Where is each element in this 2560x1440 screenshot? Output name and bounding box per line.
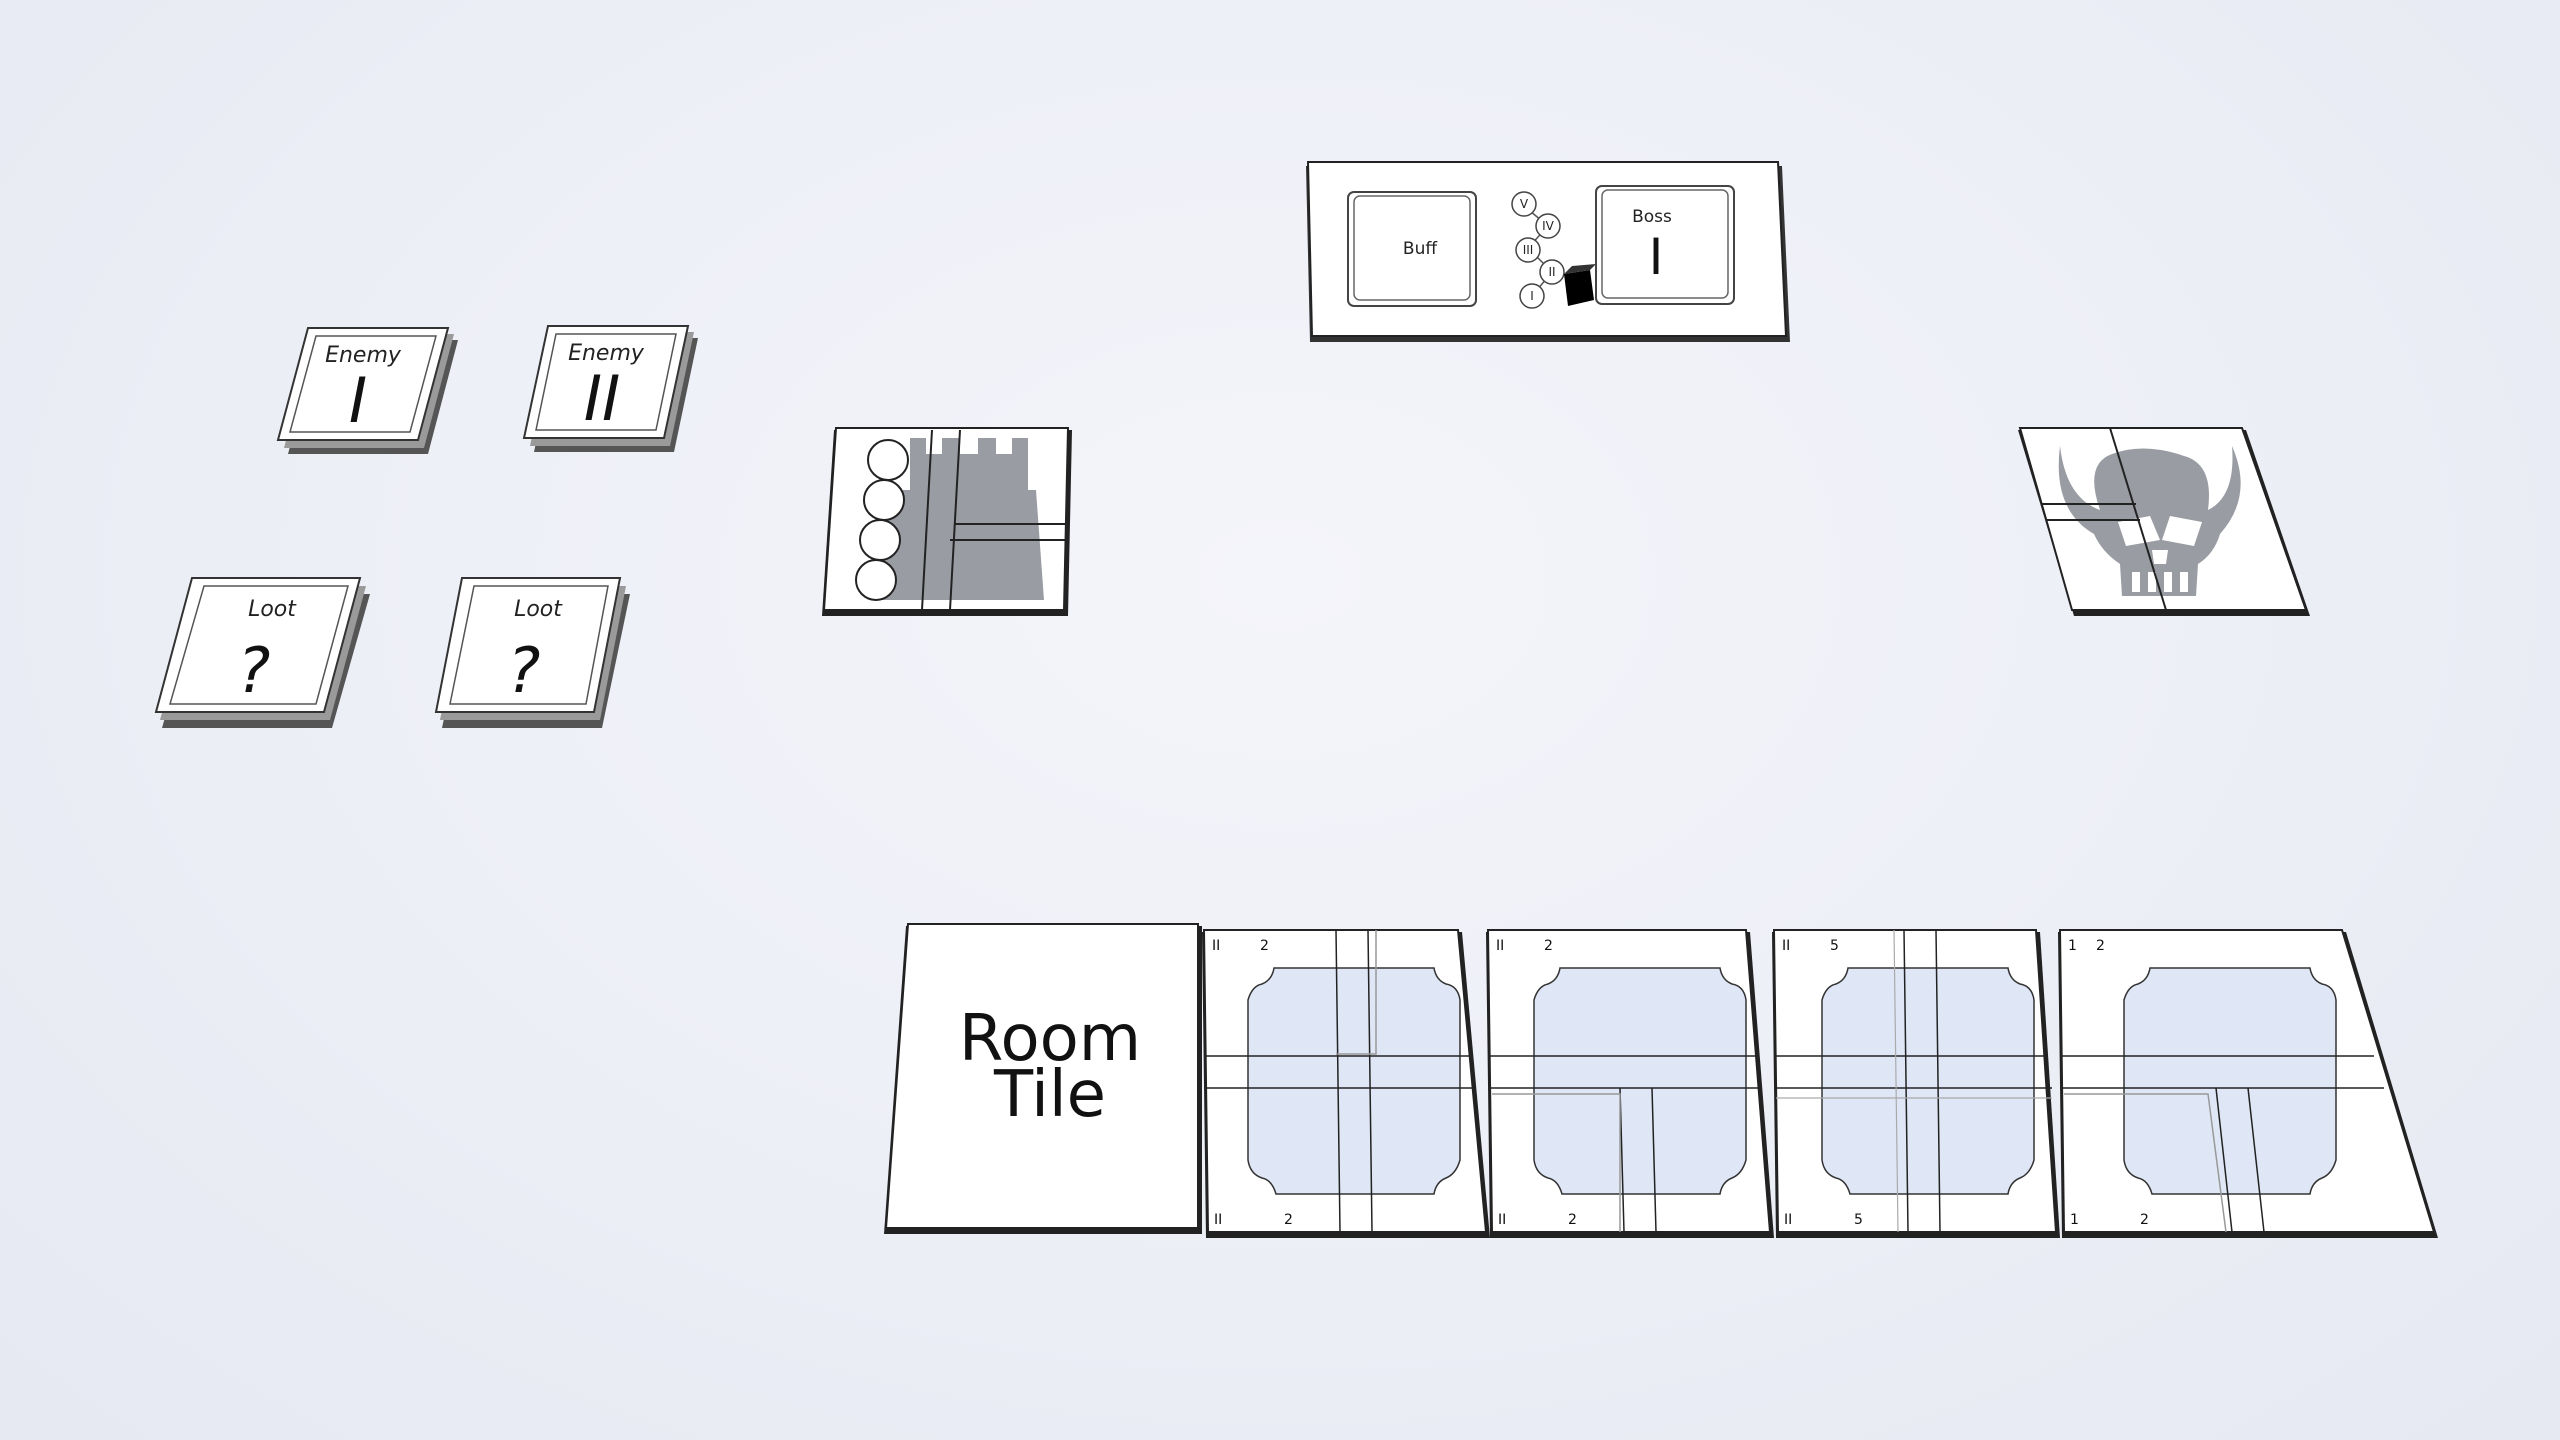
entrance-slot-2[interactable] bbox=[863, 479, 905, 521]
track-label-ii: II bbox=[1548, 265, 1555, 279]
track-label-iv: IV bbox=[1542, 219, 1555, 233]
tile-3-label-b: 5 bbox=[1830, 938, 1839, 954]
entrance-tile[interactable] bbox=[818, 424, 1074, 620]
track-space-iii[interactable] bbox=[1515, 237, 1541, 263]
room-tile-deck[interactable]: Room Tile bbox=[880, 922, 1210, 1238]
tile-2-label-c: II bbox=[1498, 1212, 1506, 1228]
track-space-v[interactable] bbox=[1511, 191, 1537, 217]
tile-3-label-a: II bbox=[1782, 938, 1790, 954]
loot-deck-2-title: Loot bbox=[514, 597, 563, 622]
tile-2-label-d: 2 bbox=[1568, 1212, 1577, 1228]
tile-3-label-d: 5 bbox=[1854, 1212, 1863, 1228]
tile-1-label-c: II bbox=[1214, 1212, 1222, 1228]
room-tile-2[interactable]: II 2 II 2 bbox=[1486, 929, 1774, 1238]
room-tile-1[interactable]: II 2 II 2 bbox=[1202, 929, 1490, 1238]
enemy-deck-2[interactable]: Enemy II bbox=[506, 320, 706, 465]
track-label-v: V bbox=[1520, 197, 1529, 211]
room-tile-line2: Tile bbox=[993, 1058, 1106, 1132]
tile-1-label-b: 2 bbox=[1260, 938, 1269, 954]
boss-label: Boss bbox=[1632, 207, 1672, 227]
enemy-deck-2-title: Enemy bbox=[568, 341, 645, 366]
track-label-i: I bbox=[1530, 289, 1534, 303]
loot-deck-1[interactable]: Loot ? bbox=[152, 570, 382, 740]
room-tiles-row: II 2 II 2 II 2 II 2 bbox=[1202, 929, 2438, 1238]
buff-card[interactable]: Buff bbox=[1347, 191, 1477, 307]
tile-4-label-a: 1 bbox=[2068, 938, 2077, 954]
enemy-deck-1-numeral: I bbox=[349, 364, 367, 437]
room-tile-4[interactable]: 1 2 1 2 bbox=[2058, 929, 2438, 1238]
exit-tile[interactable] bbox=[2014, 424, 2314, 620]
buff-label: Buff bbox=[1403, 239, 1438, 259]
room-tile-line1: Room bbox=[959, 1002, 1141, 1076]
entrance-slot-3[interactable] bbox=[859, 519, 901, 561]
boss-numeral: I bbox=[1649, 228, 1664, 286]
tile-4-label-b: 2 bbox=[2096, 938, 2105, 954]
room-tile-3[interactable]: II 5 II 5 bbox=[1772, 929, 2060, 1238]
track-space-i[interactable] bbox=[1519, 283, 1545, 309]
black-cube-icon[interactable] bbox=[1564, 264, 1596, 306]
track-space-ii[interactable] bbox=[1539, 259, 1565, 285]
enemy-deck-1[interactable]: Enemy I bbox=[260, 322, 460, 467]
boss-card[interactable]: Boss I bbox=[1595, 185, 1735, 305]
castle-tower-icon bbox=[870, 438, 1044, 600]
tile-4-label-c: 1 bbox=[2070, 1212, 2079, 1228]
tile-2-label-a: II bbox=[1496, 938, 1504, 954]
tile-2-label-b: 2 bbox=[1544, 938, 1553, 954]
boss-level-track: V IV III II I bbox=[1511, 191, 1565, 309]
loot-deck-2[interactable]: Loot ? bbox=[432, 570, 642, 740]
loot-deck-1-title: Loot bbox=[248, 597, 297, 622]
loot-deck-1-symbol: ? bbox=[238, 634, 271, 707]
tile-1-label-a: II bbox=[1212, 938, 1220, 954]
enemy-deck-2-numeral: II bbox=[584, 362, 621, 435]
tile-3-label-c: II bbox=[1784, 1212, 1792, 1228]
tile-1-label-d: 2 bbox=[1284, 1212, 1293, 1228]
enemy-deck-1-title: Enemy bbox=[325, 343, 402, 368]
entrance-slot-1[interactable] bbox=[867, 439, 909, 481]
track-label-iii: III bbox=[1523, 243, 1534, 257]
track-space-iv[interactable] bbox=[1535, 213, 1561, 239]
tile-4-label-d: 2 bbox=[2140, 1212, 2149, 1228]
loot-deck-2-symbol: ? bbox=[508, 634, 541, 707]
entrance-slot-4[interactable] bbox=[855, 559, 897, 601]
boss-board[interactable]: Buff V IV III II I Boss bbox=[1300, 158, 1800, 348]
